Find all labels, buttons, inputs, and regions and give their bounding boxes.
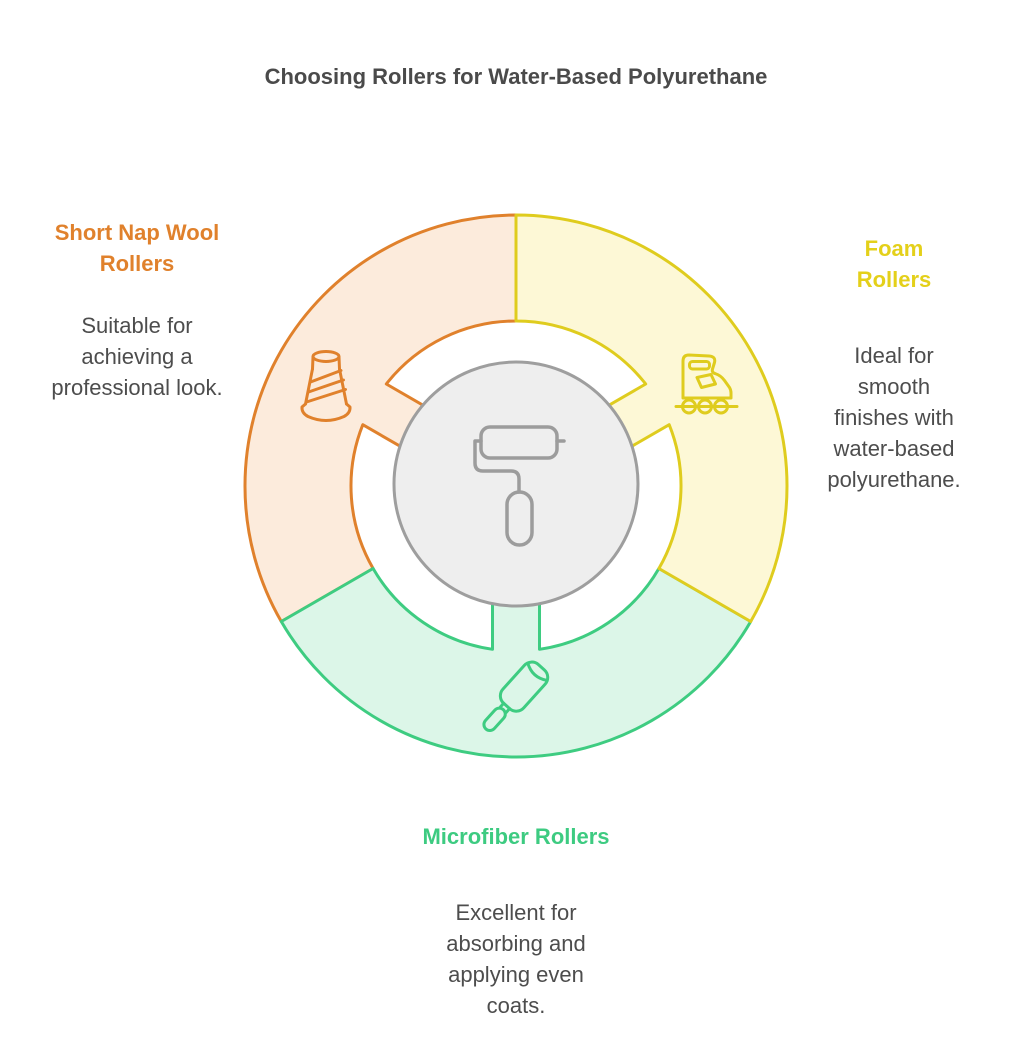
- segment-foam-description: Ideal for smooth finishes with water-bas…: [827, 343, 961, 492]
- segment-microfiber-heading: Microfiber Rollers: [422, 824, 610, 849]
- page-title: Choosing Rollers for Water-Based Polyure…: [264, 64, 768, 89]
- segment-short-nap-wool-description: Suitable for achieving a professional lo…: [51, 313, 223, 400]
- segment-foam-shape: [514, 213, 789, 623]
- thread-spool-icon: [300, 350, 352, 422]
- roller-skate-icon: [674, 353, 739, 415]
- donut-diagram: [243, 213, 789, 759]
- segment-microfiber-label: Microfiber Rollers Excellent for absorbi…: [422, 790, 609, 1052]
- segment-microfiber-description: Excellent for absorbing and applying eve…: [446, 900, 586, 1018]
- lint-roller-icon: [482, 660, 550, 733]
- segment-short-nap-wool-heading: Short Nap Wool Rollers: [54, 220, 220, 276]
- infographic-canvas: Choosing Rollers for Water-Based Polyure…: [51, 64, 960, 1018]
- paint-roller-icon: [473, 425, 566, 547]
- segment-short-nap-wool-shape: [243, 213, 518, 623]
- segment-foam-heading: Foam Rollers: [856, 236, 932, 292]
- segment-short-nap-wool-label: Short Nap Wool Rollers Suitable for achi…: [51, 186, 222, 434]
- center-circle: [392, 360, 640, 608]
- segment-foam-label: Foam Rollers Ideal for smooth finishes w…: [827, 202, 960, 526]
- segment-microfiber-shape: [279, 567, 753, 759]
